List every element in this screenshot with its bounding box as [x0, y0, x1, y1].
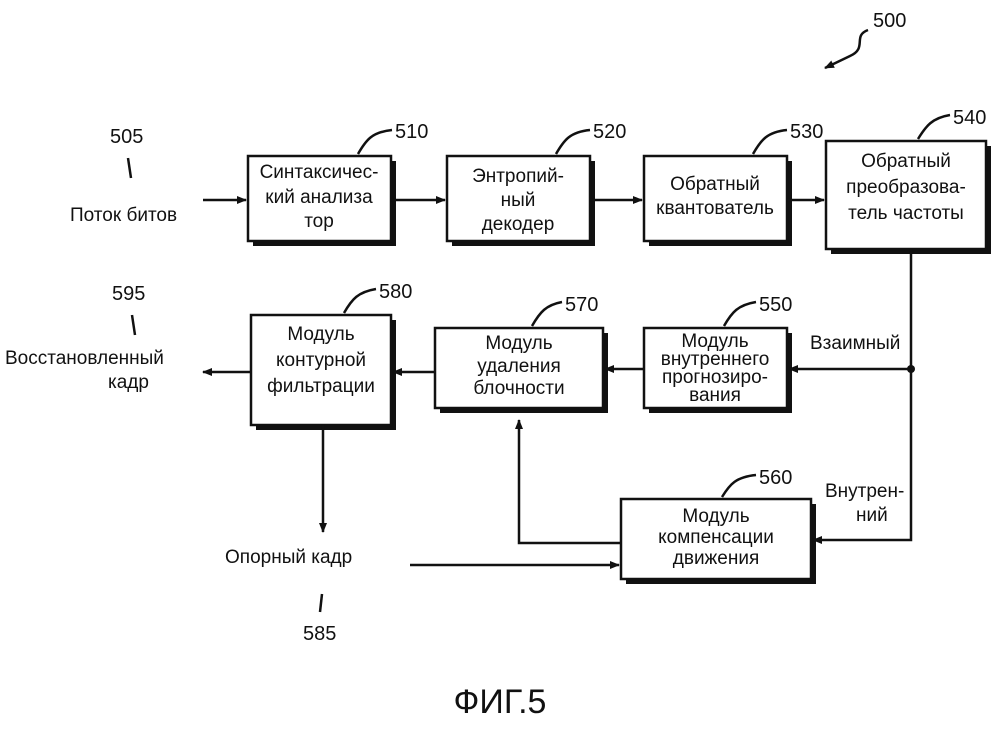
bitstream-ref: 505 [110, 126, 143, 148]
inverse-quantizer-label-1: Обратный [670, 174, 760, 195]
motion-compensator-ref: 560 [759, 467, 792, 489]
reference-frame-ref: 585 [303, 623, 336, 645]
restored-frame-ref: 595 [112, 283, 145, 305]
inverse-transformer-label-3: тель частоты [848, 203, 964, 224]
restored-frame-label-2: кадр [108, 372, 149, 393]
intra-predictor-block: Модуль внутреннего прогнозиро- вания [644, 328, 792, 413]
entropy-decoder-label-1: Энтропий- [472, 166, 564, 187]
inverse-transformer-block: Обратный преобразова- тель частоты [826, 141, 991, 254]
entropy-decoder-ref: 520 [593, 121, 626, 143]
intra-mode-label-1: Внутрен- [825, 481, 904, 502]
loop-filter-ref-leader [344, 289, 376, 313]
intra-predictor-ref: 550 [759, 294, 792, 316]
loop-filter-label-2: контурной [276, 350, 366, 371]
inter-mode-label: Взаимный [810, 333, 900, 354]
deblocking-block: Модуль удаления блочности [435, 328, 608, 413]
inverse-transformer-ref-leader [918, 115, 950, 139]
reference-frame-ref-tick [320, 594, 322, 612]
entropy-decoder-block: Энтропий- ный декодер [447, 156, 595, 246]
figure-number-marker: 500 [825, 10, 906, 68]
inverse-quantizer-ref-leader [753, 130, 787, 154]
entropy-decoder-label-3: декодер [482, 214, 555, 235]
motion-compensator-ref-leader [722, 475, 756, 497]
intra-predictor-label-4: вания [689, 385, 741, 406]
parser-ref-leader [358, 130, 392, 154]
bitstream-ref-tick [128, 158, 131, 178]
inverse-quantizer-ref: 530 [790, 121, 823, 143]
loop-filter-ref: 580 [379, 281, 412, 303]
inverse-quantizer-block: Обратный квантователь [644, 156, 792, 246]
loop-filter-label-3: фильтрации [267, 376, 375, 397]
parser-label-1: Синтаксичес- [260, 162, 379, 183]
loop-filter-block: Модуль контурной фильтрации [251, 315, 396, 430]
inverse-transformer-label-1: Обратный [861, 151, 951, 172]
motion-compensator-label-1: Модуль [682, 506, 749, 527]
reference-frame-label: Опорный кадр [225, 547, 352, 568]
parser-ref: 510 [395, 121, 428, 143]
deblocking-label-3: блочности [473, 378, 564, 399]
deblocking-label-1: Модуль [485, 333, 552, 354]
deblocking-label-2: удаления [477, 356, 561, 377]
restored-frame-label-1: Восстановленный [5, 348, 164, 369]
motion-compensator-label-2: компенсации [658, 527, 774, 548]
inverse-transformer-label-2: преобразова- [846, 177, 966, 198]
figure-caption: ФИГ.5 [454, 683, 547, 721]
entropy-decoder-ref-leader [556, 130, 590, 154]
arrow-motion-to-deblocking [519, 420, 621, 543]
bitstream-label: Поток битов [70, 205, 177, 226]
entropy-decoder-label-2: ный [501, 190, 536, 211]
motion-compensator-block: Модуль компенсации движения [621, 499, 816, 584]
inverse-transformer-ref: 540 [953, 107, 986, 129]
loop-filter-label-1: Модуль [287, 324, 354, 345]
inverse-quantizer-label-2: квантователь [656, 198, 774, 219]
deblocking-ref-leader [532, 302, 562, 326]
parser-block: Синтаксичес- кий анализа тор [248, 156, 396, 246]
deblocking-ref: 570 [565, 294, 598, 316]
intra-predictor-ref-leader [724, 302, 756, 326]
intra-mode-label-2: ний [856, 505, 888, 526]
motion-compensator-label-3: движения [673, 548, 759, 569]
parser-label-3: тор [304, 211, 334, 232]
figure-number: 500 [873, 10, 906, 32]
parser-label-2: кий анализа [265, 187, 373, 208]
restored-frame-ref-tick [132, 315, 135, 335]
